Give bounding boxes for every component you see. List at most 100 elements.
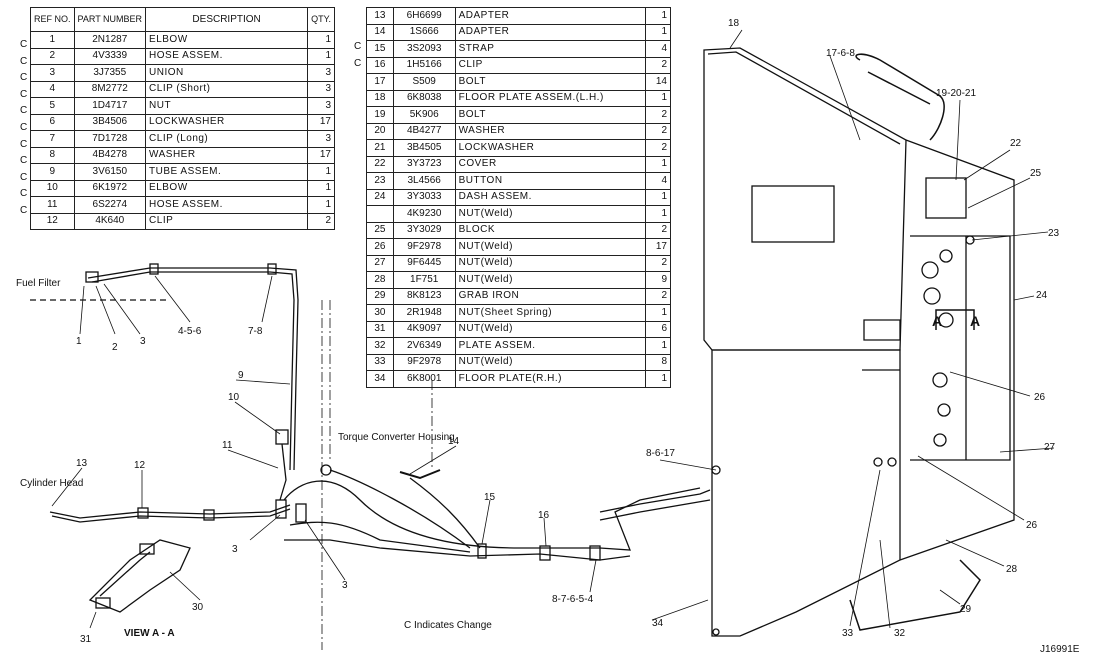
floor-plate-lh (703, 47, 907, 351)
callout-23: 23 (1048, 228, 1060, 239)
view-aa-label: VIEW A - A (124, 628, 175, 639)
elbow-fitting (85, 271, 99, 283)
callout-30: 30 (192, 602, 204, 613)
section-a-left: A (932, 313, 942, 329)
tube-assembly-line-inner (91, 271, 295, 471)
clip-fitting-2 (267, 263, 277, 275)
qty-cell: 2 (307, 212, 335, 230)
change-mark: C (20, 55, 28, 67)
callout-16: 16 (538, 510, 550, 521)
torque-converter-label: Torque Converter Housing (338, 432, 455, 443)
callout-7-8: 7-8 (248, 326, 263, 337)
callout-13: 13 (76, 458, 88, 469)
dash-holes (711, 235, 975, 636)
drawing-id: J16991E (1040, 644, 1080, 655)
callout-33: 33 (842, 628, 854, 639)
callout-8-7-6-5-4: 8-7-6-5-4 (552, 594, 594, 605)
clip-fitting-1 (149, 263, 159, 275)
callout-26-lower: 26 (1026, 520, 1038, 531)
callout-26-upper: 26 (1034, 392, 1046, 403)
union-1 (275, 499, 287, 519)
change-mark: C (20, 39, 28, 50)
callout-labels: Fuel Filter Cylinder Head Torque Convert… (16, 18, 1080, 655)
callout-3-left: 3 (232, 544, 238, 555)
callout-1: 1 (76, 336, 82, 347)
dash-assembly (899, 139, 1015, 561)
callout-12: 12 (134, 460, 146, 471)
view-aa-part (88, 539, 191, 613)
callout-3-top: 3 (140, 336, 146, 347)
floor-cutout (751, 185, 835, 243)
change-mark: C (20, 205, 28, 216)
description-cell: FLOOR PLATE(R.H.) (454, 370, 647, 388)
callout-34: 34 (652, 618, 664, 629)
header-description: DESCRIPTION (145, 7, 309, 32)
change-mark: C (20, 105, 28, 117)
change-mark: C (20, 72, 28, 84)
change-mark: C (20, 155, 28, 167)
qty-cell: 1 (645, 23, 671, 41)
floor-plate-rh (711, 349, 901, 637)
callout-4-5-6: 4-5-6 (178, 326, 202, 337)
clip-16 (539, 545, 551, 561)
tube-assembly-line (87, 267, 299, 471)
callout-27: 27 (1044, 442, 1056, 453)
callout-29: 29 (960, 604, 972, 615)
qty-cell: 3 (307, 80, 335, 98)
header-qty: QTY. (307, 7, 335, 32)
change-mark: C (20, 138, 28, 150)
callout-18: 18 (728, 18, 740, 29)
union-2 (295, 503, 307, 523)
header-ref-no: REF NO. (30, 7, 75, 32)
callout-17-6-8: 17-6-8 (826, 48, 855, 59)
change-mark: C (20, 122, 28, 133)
cylinder-head-label: Cylinder Head (20, 478, 83, 489)
callout-9: 9 (238, 370, 244, 381)
callout-10: 10 (228, 392, 240, 403)
callout-2: 2 (112, 342, 118, 353)
cover-22 (925, 177, 967, 219)
callout-15: 15 (484, 492, 496, 503)
callout-19-20-21: 19-20-21 (936, 88, 976, 99)
hose-bundle-1 (283, 480, 701, 551)
description-cell: CLIP (145, 212, 309, 230)
grab-iron-bottom (849, 559, 981, 631)
callout-3-bottom: 3 (342, 580, 348, 591)
change-mark: C (20, 171, 28, 183)
section-a-right: A (970, 313, 980, 329)
callout-25: 25 (1030, 168, 1042, 179)
qty-cell: 1 (645, 370, 671, 388)
leader-lines-diagram (51, 379, 717, 593)
callout-14: 14 (448, 436, 460, 447)
callout-8-6-17: 8-6-17 (646, 448, 675, 459)
change-mark: C (20, 188, 28, 200)
callout-11: 11 (222, 440, 233, 451)
callout-32: 32 (894, 628, 906, 639)
change-mark: C (20, 88, 28, 100)
change-note: C Indicates Change (404, 620, 492, 631)
change-mark: C (354, 57, 362, 69)
center-lines (321, 300, 331, 650)
